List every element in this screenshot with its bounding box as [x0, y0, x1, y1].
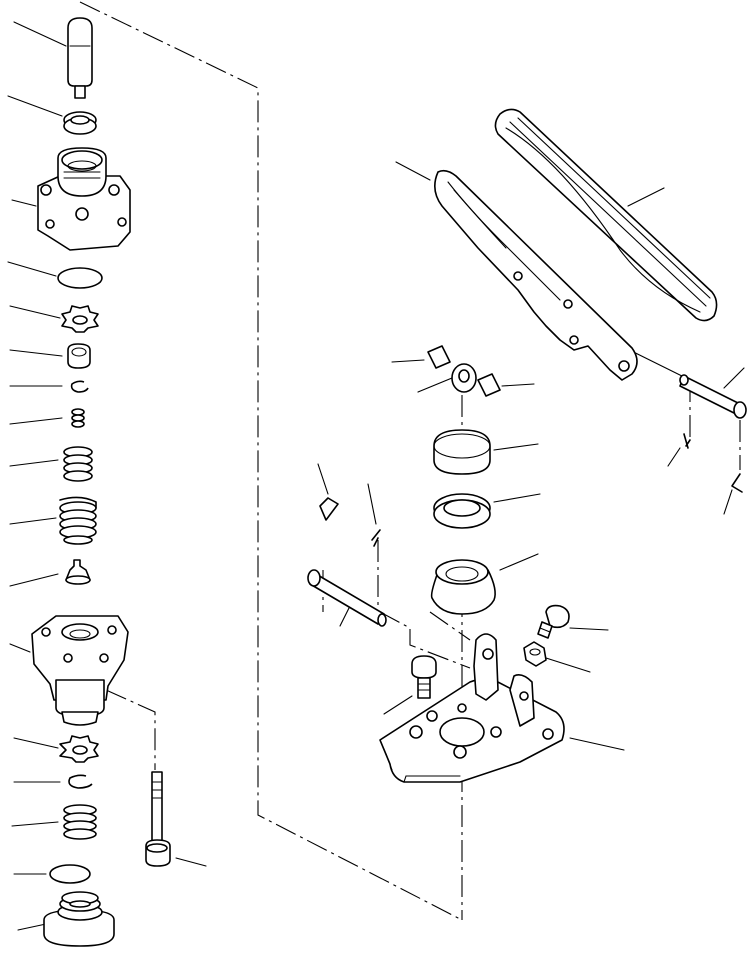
snap-ring-upper — [9, 380, 89, 393]
push-rod — [13, 17, 93, 99]
roller — [417, 363, 477, 393]
cotter-pin-right-lower — [723, 473, 743, 515]
long-bolt — [145, 771, 207, 867]
dust-cap — [433, 429, 539, 475]
cotter-pin-left-small — [367, 483, 381, 547]
oil-seal — [433, 493, 541, 529]
pivot-pin-right — [679, 367, 747, 419]
small-spring — [9, 408, 85, 428]
snap-ring-lower — [13, 774, 93, 789]
end-cap — [17, 891, 115, 947]
right-assembly-parts — [307, 108, 747, 783]
retainer-pin — [9, 559, 91, 587]
cotter-pin-left — [317, 463, 339, 521]
valve-body-lower — [9, 615, 129, 726]
pedal-arm — [395, 161, 638, 381]
spring-medium — [9, 446, 93, 482]
pivot-pin-left — [307, 569, 387, 627]
lock-washer-upper — [9, 305, 99, 333]
cotter-pin-right-upper — [667, 433, 691, 467]
bolt-right — [537, 604, 609, 639]
spool-cap — [9, 343, 91, 369]
roller-bushings — [391, 345, 535, 397]
valve-body-upper — [11, 147, 131, 251]
bolt-left — [383, 655, 437, 715]
o-ring-upper — [7, 261, 103, 289]
seal-ring — [7, 95, 97, 135]
pedal-bracket — [379, 633, 625, 783]
nut-right — [523, 641, 591, 673]
spring-large — [9, 496, 97, 545]
lock-washer-lower — [13, 735, 99, 763]
o-ring-lower — [13, 864, 91, 884]
spring-lower — [11, 804, 97, 840]
pedal-pad — [494, 108, 718, 322]
boot — [430, 553, 539, 615]
left-column-parts — [7, 17, 207, 947]
